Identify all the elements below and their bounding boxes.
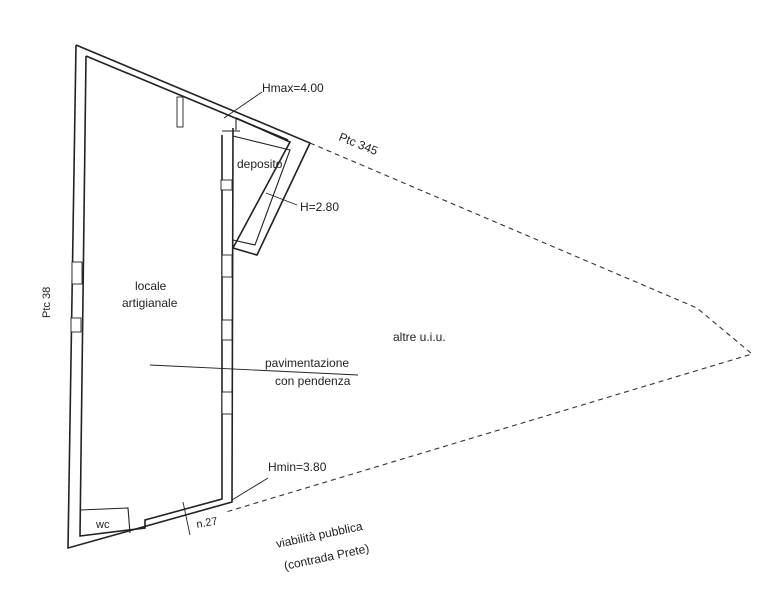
locale-label-line2: artigianale (122, 296, 178, 310)
h280-label: H=2.80 (300, 200, 339, 214)
wall-openings (70, 96, 233, 415)
pavimentazione-label-line1: pavimentazione (265, 356, 349, 370)
n27-label: n.27 (195, 515, 218, 531)
ptc38-label: Ptc 38 (41, 287, 53, 318)
hmin-label: Hmin=3.80 (268, 460, 327, 474)
building-outer-wall (67, 44, 312, 550)
deposito-label: deposito (237, 157, 283, 171)
altre-label: altre u.i.u. (393, 330, 446, 344)
property-boundary (225, 142, 754, 513)
wc-label: wc (95, 519, 110, 531)
pavimentazione-label-line2: con pendenza (275, 374, 351, 388)
ptc345-label: Ptc 345 (337, 130, 380, 158)
hmax-label: Hmax=4.00 (262, 81, 324, 95)
wc-room (79, 507, 131, 534)
locale-label-line1: locale (135, 279, 167, 293)
leader-lines (149, 91, 359, 536)
deposito-room-walls (232, 135, 291, 246)
